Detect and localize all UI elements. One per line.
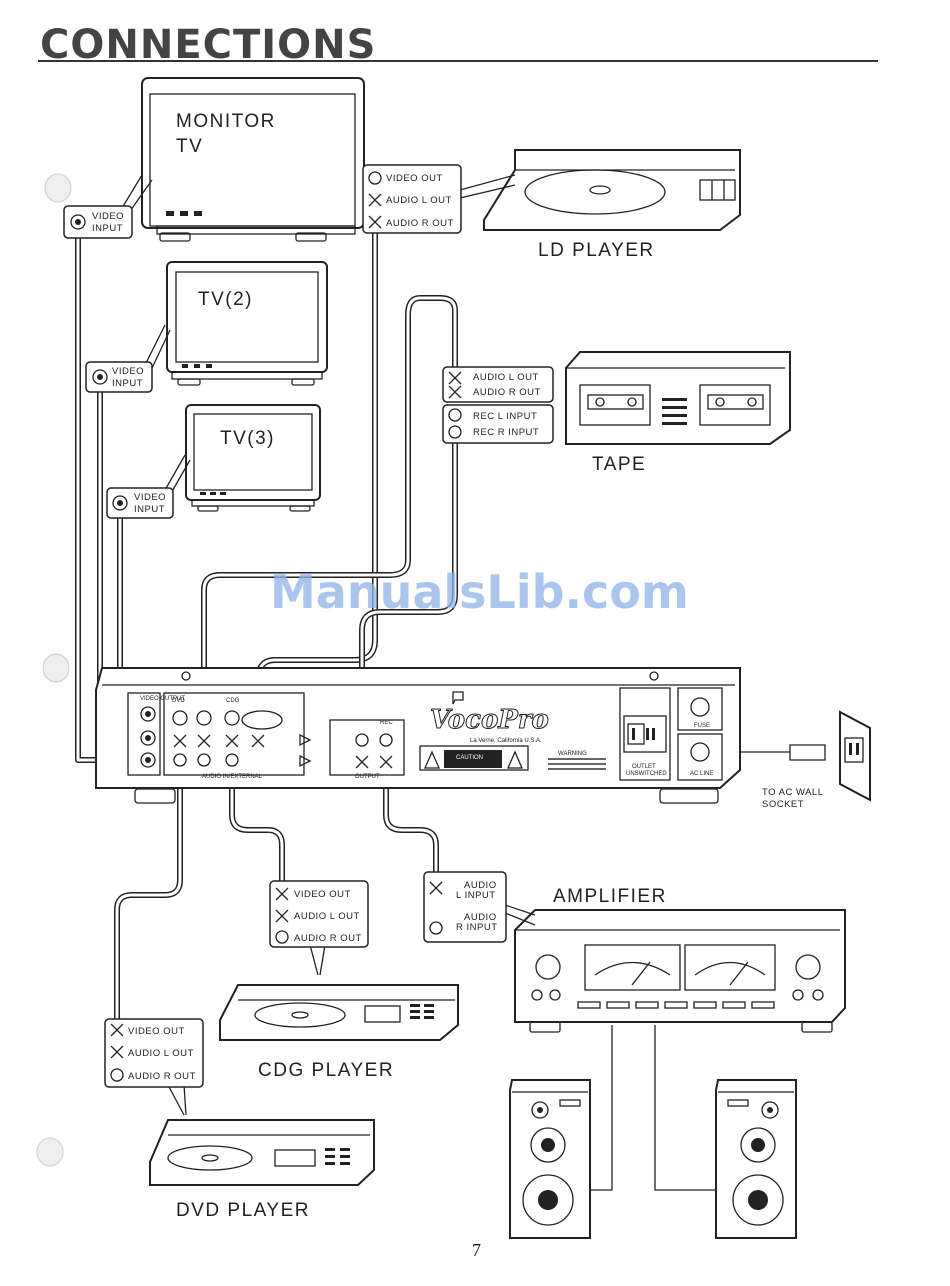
dvd-outputs-callout: VIDEO OUT AUDIO L OUT AUDIO R OUT bbox=[104, 1018, 204, 1116]
svg-text:AUDIO L OUT: AUDIO L OUT bbox=[128, 1048, 194, 1059]
ld-player-label: LD PLAYER bbox=[538, 240, 655, 261]
monitor-label-tv: TV bbox=[176, 136, 203, 157]
svg-text:WARNING: WARNING bbox=[558, 751, 587, 757]
amplifier: AMPLIFIER bbox=[514, 886, 846, 1033]
svg-text:AUDIO R OUT: AUDIO R OUT bbox=[473, 387, 541, 398]
ld-outputs-callout: VIDEO OUT AUDIO L OUT AUDIO R OUT bbox=[362, 164, 516, 234]
tape-deck: TAPE bbox=[565, 351, 791, 475]
tv3-label: TV(3) bbox=[220, 428, 275, 449]
svg-text:VIDEO OUTPUT: VIDEO OUTPUT bbox=[140, 696, 185, 702]
svg-text:AUDIO IN/EXTERNAL: AUDIO IN/EXTERNAL bbox=[202, 774, 263, 780]
dvd-player-label: DVD PLAYER bbox=[176, 1200, 310, 1221]
svg-text:VIDEO: VIDEO bbox=[134, 492, 166, 503]
tape-inputs-callout: REC L INPUT REC R INPUT bbox=[442, 404, 554, 444]
svg-text:La Verne, California U.S.A.: La Verne, California U.S.A. bbox=[470, 738, 542, 744]
svg-text:OUTLET: OUTLET bbox=[632, 764, 656, 770]
brand-logo: VocoPro bbox=[430, 705, 549, 735]
svg-text:AUDIO L OUT: AUDIO L OUT bbox=[473, 372, 539, 383]
page-number: 7 bbox=[472, 1240, 481, 1260]
svg-text:VIDEO: VIDEO bbox=[112, 366, 144, 377]
svg-text:FUSE: FUSE bbox=[694, 723, 710, 729]
tv2-input-callout: VIDEO INPUT bbox=[85, 324, 171, 393]
svg-text:AUDIO R OUT: AUDIO R OUT bbox=[128, 1071, 196, 1082]
svg-text:CDG: CDG bbox=[226, 698, 240, 704]
svg-text:CAUTION: CAUTION bbox=[456, 755, 483, 761]
tv2-label: TV(2) bbox=[198, 289, 253, 310]
heading-rule bbox=[38, 60, 878, 62]
svg-text:VIDEO OUT: VIDEO OUT bbox=[386, 173, 443, 184]
ac-wall-socket: TO AC WALL SOCKET bbox=[762, 710, 871, 810]
svg-text:VIDEO OUT: VIDEO OUT bbox=[128, 1026, 185, 1037]
svg-text:REC L INPUT: REC L INPUT bbox=[473, 411, 537, 422]
ld-player: LD PLAYER bbox=[483, 149, 741, 261]
svg-text:AUDIO L OUT: AUDIO L OUT bbox=[386, 195, 452, 206]
cdg-player-label: CDG PLAYER bbox=[258, 1060, 394, 1081]
dvd-player: DVD PLAYER bbox=[149, 1119, 375, 1221]
svg-text:REC: REC bbox=[380, 720, 393, 726]
amp-inputs-callout: AUDIO L INPUT AUDIO R INPUT bbox=[423, 871, 536, 943]
speaker-left bbox=[509, 1079, 591, 1239]
tv3: TV(3) bbox=[185, 404, 321, 512]
binder-holes bbox=[36, 173, 72, 1167]
monitor-label: MONITOR bbox=[176, 111, 276, 132]
svg-text:UNSWITCHED: UNSWITCHED bbox=[626, 771, 667, 777]
tv2: TV(2) bbox=[166, 261, 328, 386]
svg-text:VIDEO OUT: VIDEO OUT bbox=[294, 889, 351, 900]
main-unit-rear-panel: VIDEO OUTPUT DVD CDG AUDIO IN/EXTERNAL R… bbox=[95, 667, 741, 804]
tv3-input-callout: VIDEO INPUT bbox=[106, 454, 191, 519]
svg-text:OUTPUT: OUTPUT bbox=[355, 774, 380, 780]
amplifier-label: AMPLIFIER bbox=[553, 886, 667, 907]
cdg-player: CDG PLAYER bbox=[219, 984, 459, 1081]
svg-text:INPUT: INPUT bbox=[134, 504, 165, 515]
svg-text:L INPUT: L INPUT bbox=[456, 890, 496, 901]
cdg-outputs-callout: VIDEO OUT AUDIO L OUT AUDIO R OUT bbox=[269, 880, 369, 976]
svg-text:VIDEO: VIDEO bbox=[92, 211, 124, 222]
svg-text:AUDIO: AUDIO bbox=[464, 880, 497, 891]
svg-text:AUDIO L OUT: AUDIO L OUT bbox=[294, 911, 360, 922]
svg-text:AUDIO: AUDIO bbox=[464, 912, 497, 923]
svg-text:AUDIO R OUT: AUDIO R OUT bbox=[386, 218, 454, 229]
svg-text:REC R INPUT: REC R INPUT bbox=[473, 427, 539, 438]
svg-text:SOCKET: SOCKET bbox=[762, 799, 804, 810]
watermark: ManualsLib.com bbox=[270, 565, 689, 619]
svg-text:INPUT: INPUT bbox=[92, 223, 123, 234]
svg-text:AUDIO R OUT: AUDIO R OUT bbox=[294, 933, 362, 944]
monitor-input-callout: VIDEO INPUT bbox=[63, 174, 153, 239]
tape-outputs-callout: AUDIO L OUT AUDIO R OUT bbox=[442, 366, 554, 403]
speaker-right bbox=[715, 1079, 797, 1239]
svg-text:R INPUT: R INPUT bbox=[456, 922, 498, 933]
svg-text:INPUT: INPUT bbox=[112, 378, 143, 389]
tape-label: TAPE bbox=[592, 454, 646, 475]
monitor-tv: MONITOR TV bbox=[141, 77, 365, 242]
svg-text:AC LINE: AC LINE bbox=[690, 771, 713, 777]
svg-text:TO AC WALL: TO AC WALL bbox=[762, 787, 824, 798]
svg-text:DVD: DVD bbox=[172, 698, 185, 704]
